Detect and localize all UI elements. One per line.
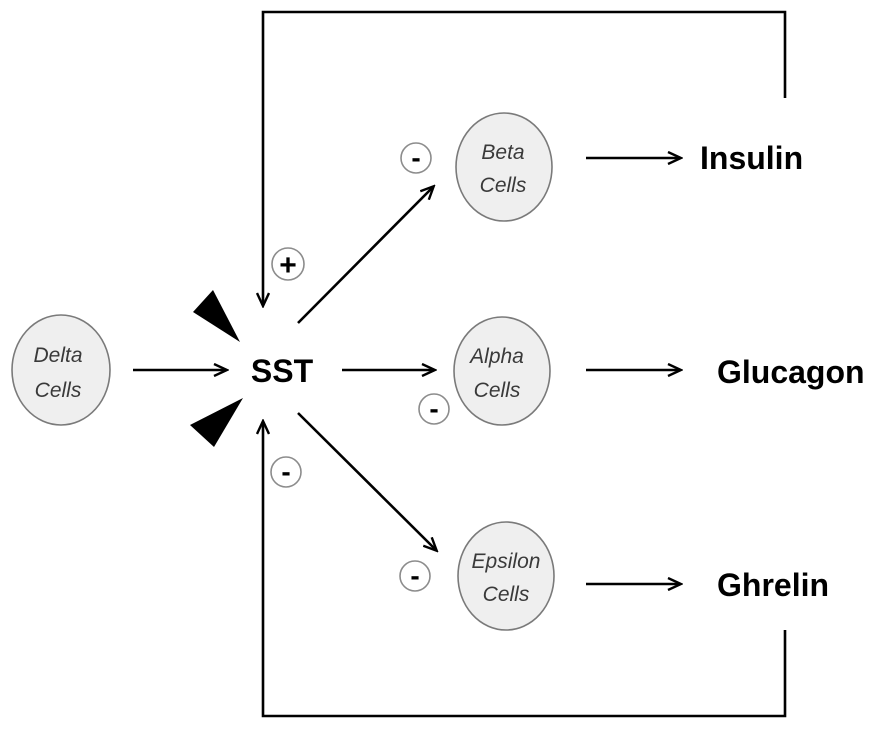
epsilon-cells-label-line1: Epsilon (472, 550, 541, 573)
ghrelin-feedback-sign: - (270, 456, 302, 488)
beta-inhibition-sign: - (400, 142, 432, 174)
alpha-inhibition-sign-text: - (429, 393, 438, 424)
insulin-feedback-loop (263, 10, 787, 305)
alpha-inhibition-sign: - (418, 393, 450, 425)
sst-to-epsilon-arrow (297, 412, 436, 550)
delta-cells-label-line1: Delta (33, 344, 82, 367)
delta-cells-label-line2: Cells (35, 379, 82, 402)
upper-receptor-wedge (193, 290, 240, 342)
ghrelin-feedback-sign-text: - (281, 456, 290, 487)
alpha-cells-node: Alpha Cells (453, 316, 551, 426)
lower-receptor-wedge (190, 398, 243, 447)
beta-inhibition-sign-text: - (411, 142, 420, 173)
insulin-label: Insulin (700, 140, 803, 176)
epsilon-cells-label-line2: Cells (483, 583, 530, 606)
ghrelin-label: Ghrelin (717, 567, 829, 603)
insulin-feedback-sign-text: + (279, 249, 297, 282)
glucagon-label: Glucagon (717, 354, 865, 390)
epsilon-inhibition-sign-text: - (410, 560, 419, 591)
sst-label: SST (251, 353, 314, 389)
epsilon-cells-node: Epsilon Cells (457, 521, 555, 631)
beta-cells-node: Beta Cells (455, 112, 553, 222)
alpha-cells-label-line1: Alpha (468, 345, 524, 368)
epsilon-inhibition-sign: - (399, 560, 431, 592)
insulin-feedback-sign: + (271, 247, 305, 282)
ghrelin-feedback-loop (263, 422, 787, 718)
alpha-cells-label-line2: Cells (474, 379, 521, 402)
beta-cells-label-line2: Cells (480, 174, 527, 197)
beta-cells-label-line1: Beta (481, 141, 524, 164)
delta-cells-node: Delta Cells (11, 314, 111, 426)
sst-to-beta-arrow (297, 187, 433, 324)
